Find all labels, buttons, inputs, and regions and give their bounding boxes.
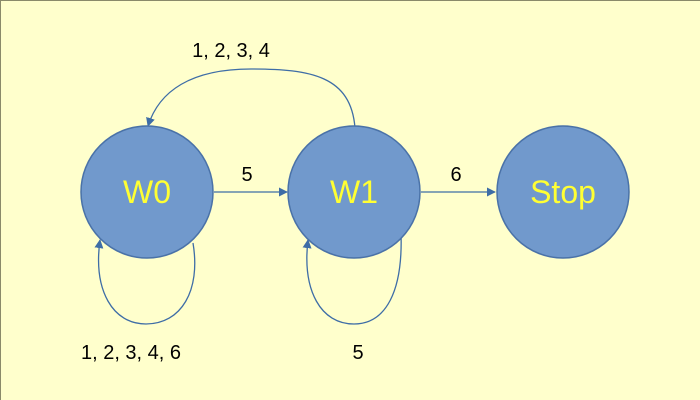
state-w1-label: W1 [330,174,378,210]
state-stop: Stop [496,125,630,259]
state-w0-circle [80,125,214,259]
edge-w0-self-loop [94,239,196,325]
state-stop-circle [496,125,630,259]
state-w0-label: W0 [123,174,171,210]
state-w1-circle [287,125,421,259]
state-stop-label: Stop [530,174,596,210]
edge-label-w1-self-loop: 5 [352,342,363,364]
edge-label-w1-to-w0: 1, 2, 3, 4 [192,40,270,62]
edge-label-w0-self-loop: 1, 2, 3, 4, 6 [81,342,181,364]
edge-label-w0-to-w1: 5 [241,164,252,186]
edge-w1-self-loop [302,232,402,325]
state-w1: W1 [287,125,421,259]
state-w0: W0 [80,125,214,259]
edge-label-w1-to-stop: 6 [450,164,461,186]
edge-w1-to-w0 [146,68,356,129]
